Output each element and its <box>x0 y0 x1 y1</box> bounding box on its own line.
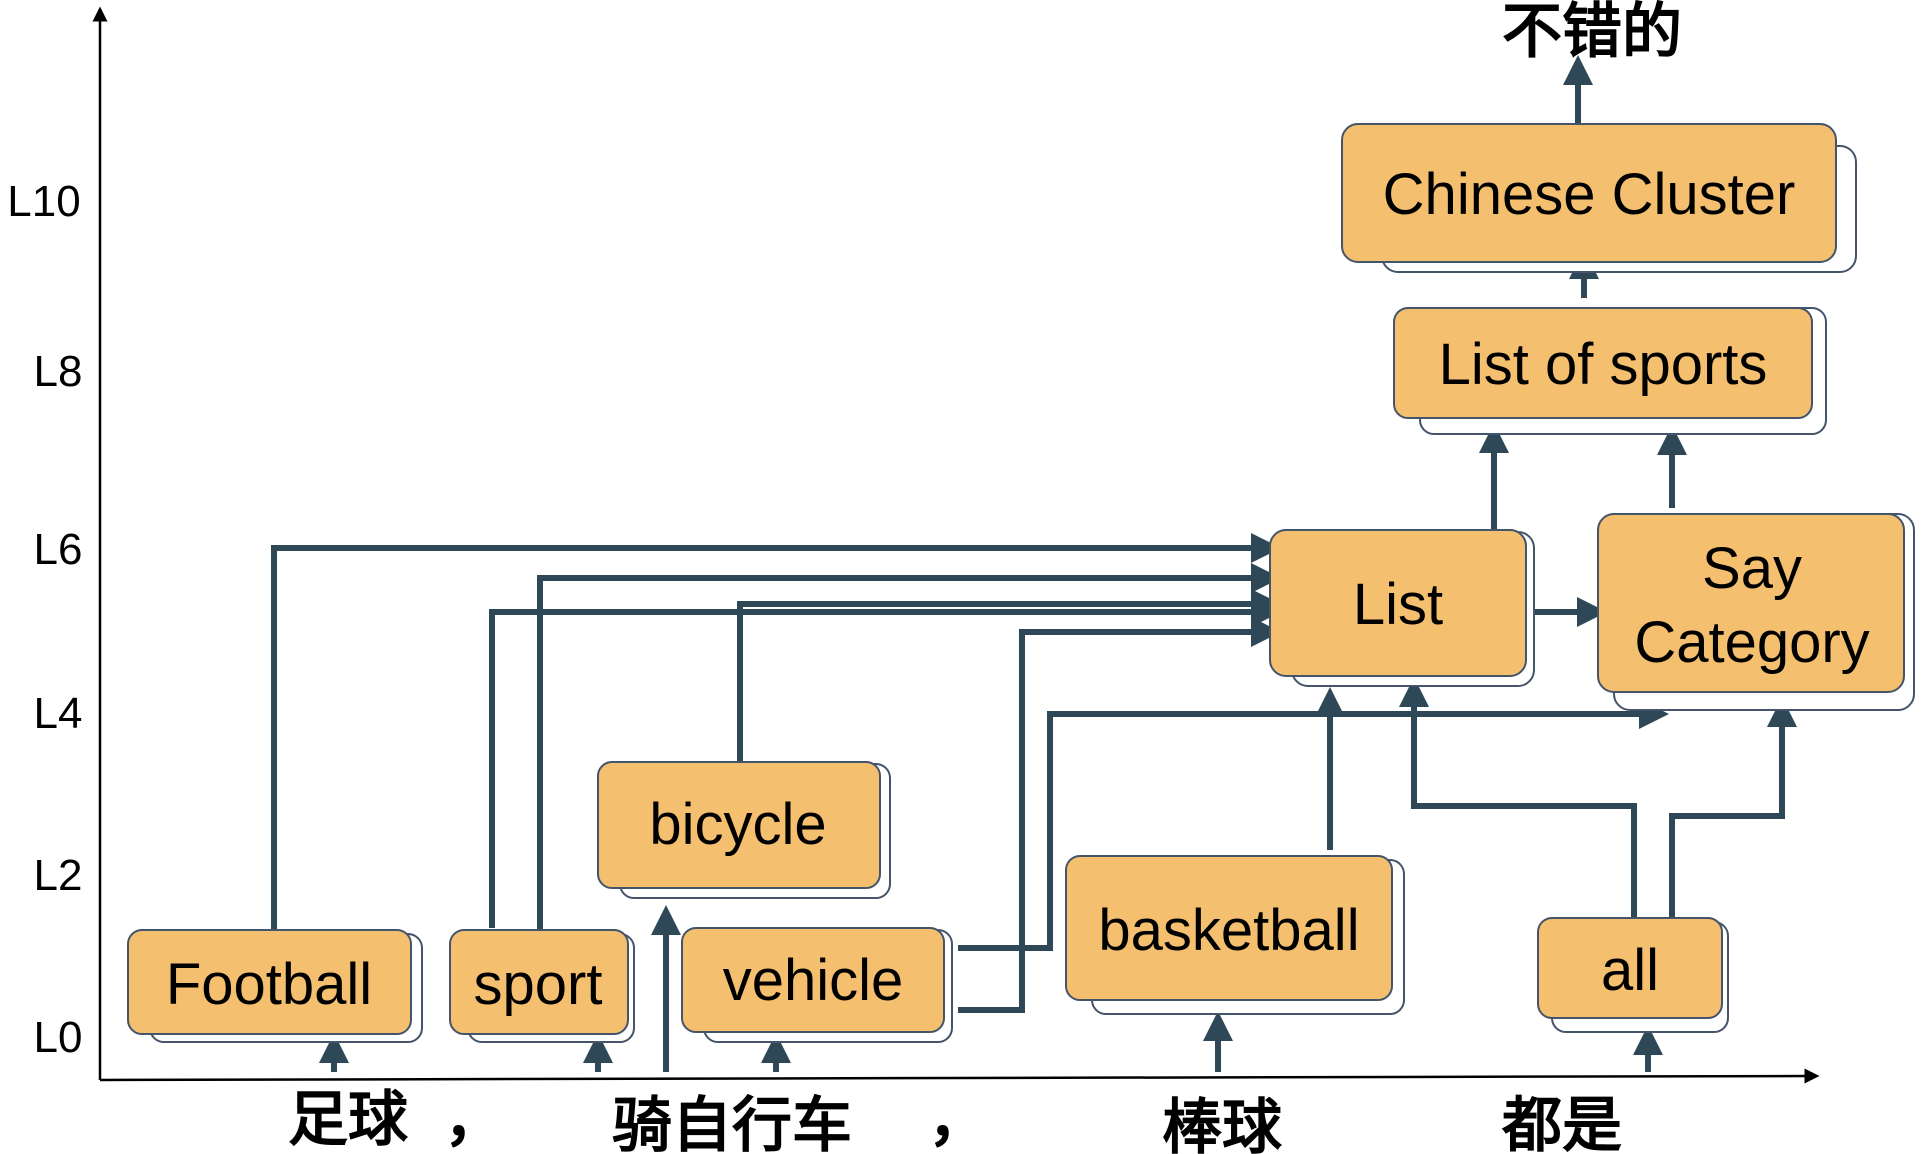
input-token-cycling: 骑自行车 <box>612 1091 852 1154</box>
node-chinese-cluster[interactable]: Chinese Cluster <box>1341 123 1857 273</box>
input-token-comma-1: ， <box>444 1085 504 1154</box>
edge-football-list <box>271 533 1281 930</box>
edge-all-list <box>1399 677 1637 918</box>
node-football[interactable]: Football <box>127 929 423 1043</box>
node-label-all: all <box>1601 938 1659 1003</box>
node-label-category: Category <box>1634 610 1869 675</box>
layer-label-l2: L2 <box>34 851 83 900</box>
edge-bicycle-list <box>737 589 1281 762</box>
node-box <box>1269 529 1527 677</box>
layer-label-l10: L10 <box>7 177 80 226</box>
x-axis <box>99 1068 1820 1084</box>
node-label-list: List <box>1353 572 1443 637</box>
node-sport[interactable]: sport <box>449 929 635 1043</box>
node-box <box>597 761 881 889</box>
edge-sport-list-2 <box>489 597 1281 928</box>
input-token-comma-2: ， <box>928 1085 988 1154</box>
node-label-say: Say <box>1702 536 1802 601</box>
node-label-bicycle: bicycle <box>649 792 826 857</box>
edge-all-saycategory <box>1669 697 1797 918</box>
node-box <box>449 929 629 1035</box>
node-label-chinese-cluster: Chinese Cluster <box>1383 162 1796 227</box>
node-box <box>1597 513 1905 693</box>
node-label-sport: sport <box>474 952 603 1017</box>
nodes: Football sport vehicle bicycle basketbal… <box>127 123 1915 1043</box>
node-box <box>1537 917 1723 1019</box>
node-vehicle[interactable]: vehicle <box>681 927 953 1043</box>
edge-vehicle-list <box>958 617 1281 1013</box>
edge-vehicle-saycategory <box>958 699 1669 951</box>
node-all[interactable]: all <box>1537 917 1729 1033</box>
node-bicycle[interactable]: bicycle <box>597 761 891 899</box>
node-box <box>1393 307 1813 419</box>
node-list-of-sports[interactable]: List of sports <box>1393 307 1827 435</box>
layer-label-l8: L8 <box>34 347 83 396</box>
node-box <box>1065 855 1393 1001</box>
layer-label-l4: L4 <box>34 689 83 738</box>
node-box <box>127 929 412 1035</box>
edge-sport-list-1 <box>537 563 1281 946</box>
node-label-vehicle: vehicle <box>723 948 904 1013</box>
layer-label-l6: L6 <box>34 525 83 574</box>
input-token-baseball: 棒球 <box>1162 1093 1283 1154</box>
node-label-basketball: basketball <box>1098 898 1359 963</box>
input-token-football: 足球 <box>288 1085 409 1154</box>
layer-labels: L10 L8 L6 L4 L2 L0 <box>7 177 82 1062</box>
node-label-list-of-sports: List of sports <box>1439 332 1768 397</box>
edges <box>271 55 1797 1072</box>
input-token-are: 都是 <box>1501 1091 1622 1154</box>
input-tokens: 足球 ， 骑自行车 ， 棒球 都是 <box>288 1085 1622 1154</box>
node-say-category[interactable]: Say Category <box>1597 513 1915 711</box>
axes <box>92 6 1820 1084</box>
node-list[interactable]: List <box>1269 529 1535 687</box>
output-token: 不错的 <box>1502 0 1682 67</box>
node-basketball[interactable]: basketball <box>1065 855 1405 1015</box>
node-box <box>681 927 945 1033</box>
node-label-football: Football <box>166 952 372 1017</box>
layer-label-l0: L0 <box>34 1013 83 1062</box>
node-box <box>1341 123 1837 263</box>
